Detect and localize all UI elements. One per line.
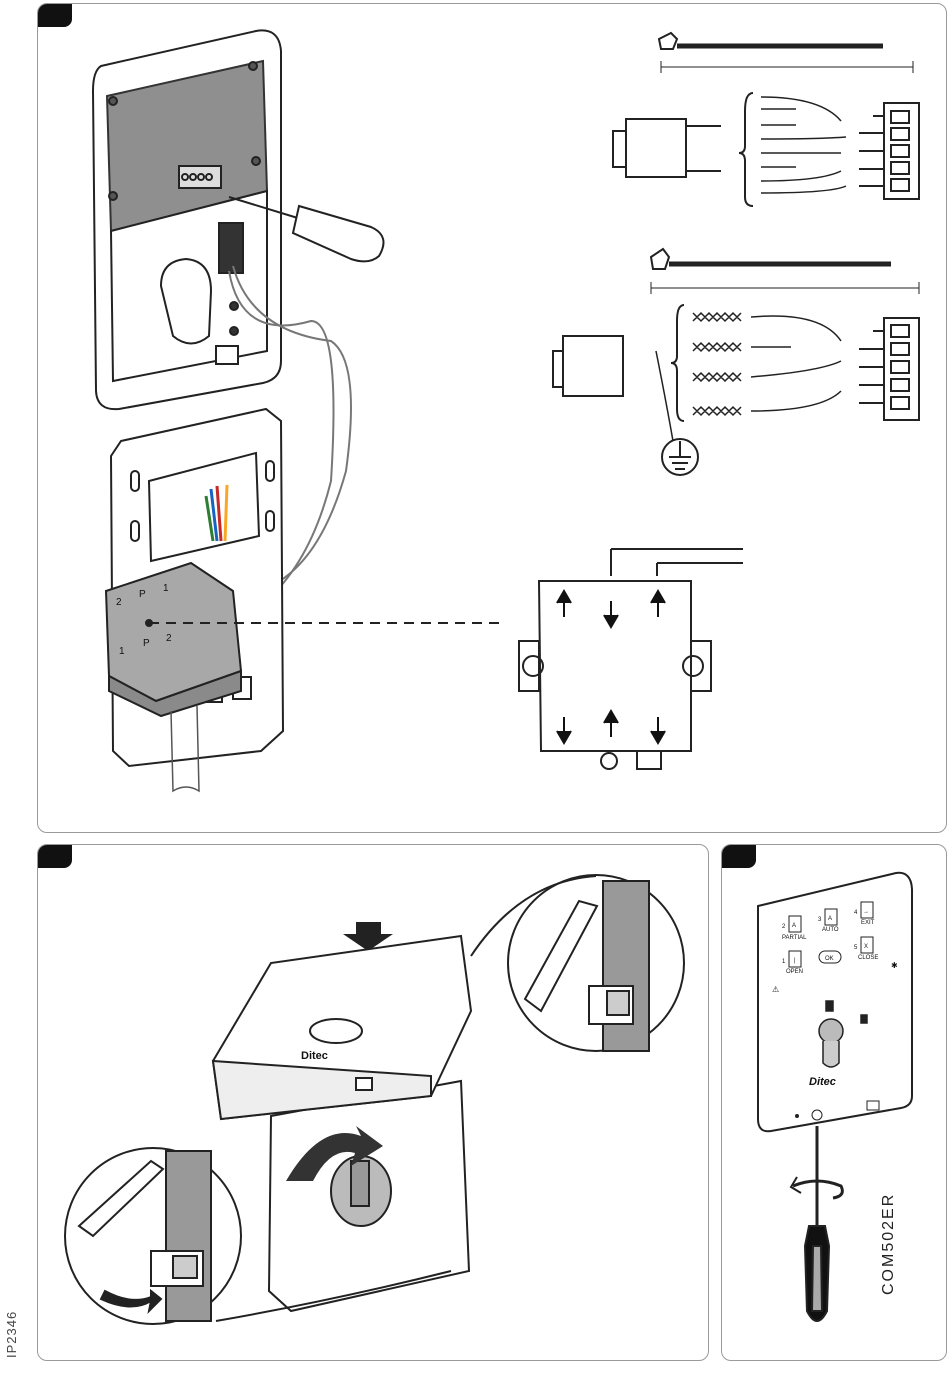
- final-diagram: 2 A PARTIAL 3 A AUTO 4 → EXIT 1 | OPEN O…: [722, 845, 946, 1360]
- key-exit-symbol: →: [863, 909, 869, 915]
- panel-wiring: 2 P 1 1 P 2: [37, 3, 947, 833]
- connector-1: [613, 93, 919, 206]
- switch-module: 2 P 1 1 P 2: [106, 563, 501, 716]
- key-close-symbol: X: [864, 944, 868, 950]
- key-auto-symbol: A: [828, 916, 832, 922]
- bluetooth-icon: ✱: [891, 961, 898, 970]
- key-ok-symbol: OK: [825, 956, 834, 962]
- detail-top: [508, 875, 684, 1051]
- cable-1: [659, 33, 913, 73]
- panel-assembly: Ditec: [37, 844, 709, 1361]
- release-slot: [867, 1101, 879, 1110]
- switch-label-tl: 2: [116, 597, 122, 608]
- screwdriver-bottom: [791, 1126, 842, 1321]
- keypad-device: Ditec: [213, 936, 471, 1119]
- switch-label-tr: 1: [163, 583, 169, 594]
- key-partial-caption: PARTIAL: [782, 935, 807, 941]
- document-code: IP2346: [4, 1311, 19, 1358]
- key-auto-caption: AUTO: [822, 927, 839, 933]
- switch-label-bm: P: [143, 638, 150, 649]
- brand-logo-2: Ditec: [301, 1050, 328, 1062]
- key-exit-caption: EXIT: [861, 920, 875, 926]
- wiring-diagram: 2 P 1 1 P 2: [38, 4, 946, 832]
- key-open-caption: OPEN: [786, 969, 803, 975]
- cable-2: [651, 249, 919, 294]
- warning-icon: ⚠: [772, 985, 779, 994]
- connector-2: [553, 305, 919, 475]
- key-close-caption: CLOSE: [858, 955, 878, 961]
- brand-logo-3: Ditec: [809, 1076, 836, 1088]
- key-partial-symbol: A: [792, 923, 796, 929]
- assembly-diagram: Ditec: [38, 845, 708, 1360]
- rear-housing: [93, 30, 281, 409]
- switch-detail: [519, 549, 743, 769]
- screw-head: [812, 1110, 822, 1120]
- switch-label-bl: 1: [119, 646, 125, 657]
- switch-label-tm: P: [139, 589, 146, 600]
- led-indicator: [795, 1114, 799, 1118]
- detail-bottom: [65, 1148, 241, 1324]
- model-name: COM502ER: [880, 1193, 898, 1295]
- mounting-plate-2: [269, 1081, 469, 1311]
- keypad-front: [758, 873, 912, 1131]
- panel-final: 2 A PARTIAL 3 A AUTO 4 → EXIT 1 | OPEN O…: [721, 844, 947, 1361]
- switch-label-br: 2: [166, 633, 172, 644]
